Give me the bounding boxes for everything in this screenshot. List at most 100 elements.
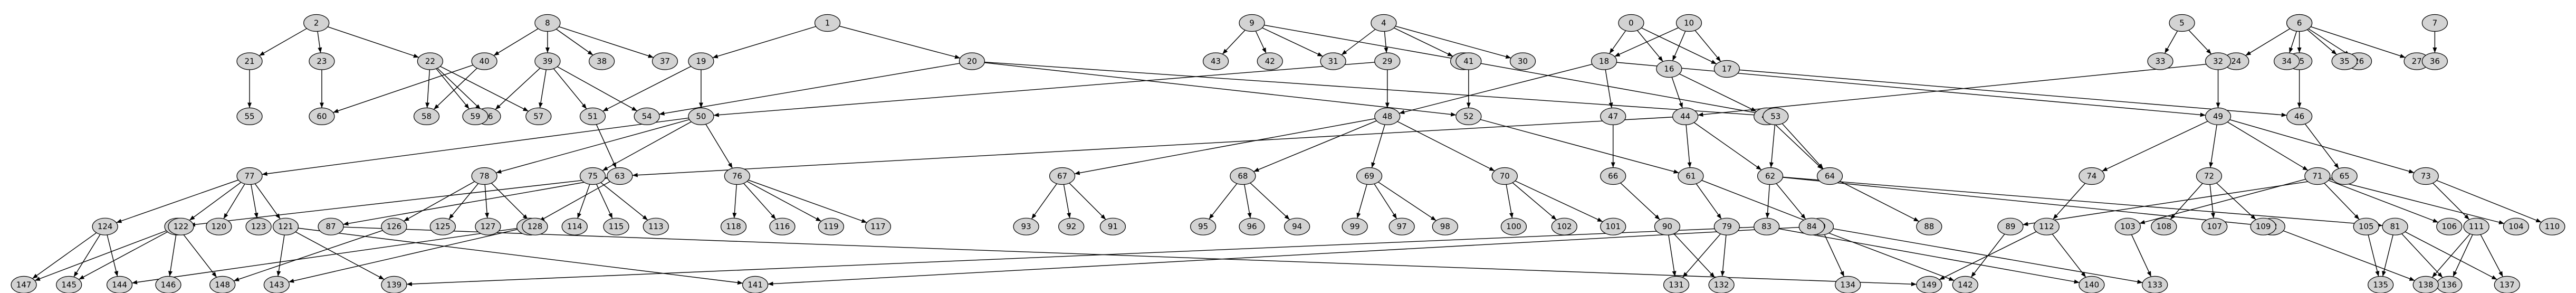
node-ellipse bbox=[1099, 218, 1126, 235]
graph-node-147: 147 bbox=[11, 276, 37, 293]
node-label: 87 bbox=[326, 222, 336, 231]
edge-20-to-53 bbox=[984, 61, 1763, 118]
graph-node-31: 31 bbox=[1320, 52, 1346, 70]
graph-node-143: 143 bbox=[263, 276, 290, 293]
node-label: 108 bbox=[2157, 222, 2172, 231]
edge-1-to-20 bbox=[839, 25, 961, 59]
node-label: 76 bbox=[732, 172, 742, 181]
graph-node-90: 90 bbox=[1654, 218, 1681, 235]
node-ellipse bbox=[769, 218, 796, 235]
node-ellipse bbox=[1239, 14, 1265, 32]
node-label: 42 bbox=[1265, 56, 1275, 66]
graph-node-50: 50 bbox=[688, 107, 714, 125]
node-ellipse bbox=[11, 276, 37, 293]
node-ellipse bbox=[417, 52, 443, 70]
edge-112-to-140 bbox=[2052, 233, 2086, 278]
node-label: 119 bbox=[823, 222, 839, 231]
node-label: 30 bbox=[1518, 56, 1528, 66]
node-ellipse bbox=[309, 107, 335, 125]
graph-node-105: 105 bbox=[2353, 218, 2379, 235]
node-ellipse bbox=[1713, 60, 1740, 78]
node-ellipse bbox=[413, 107, 440, 125]
edge-49-to-74 bbox=[2102, 121, 2208, 172]
edge-86-to-147 bbox=[34, 230, 167, 281]
edge-71-to-105 bbox=[2324, 183, 2360, 220]
edge-84-to-142 bbox=[1822, 230, 1955, 281]
edge-67-to-91 bbox=[1069, 183, 1106, 220]
graph-node-132: 132 bbox=[1708, 276, 1735, 293]
edge-83-to-140 bbox=[1778, 228, 2080, 284]
node-label: 145 bbox=[61, 280, 76, 289]
node-label: 93 bbox=[1021, 222, 1031, 231]
node-label: 29 bbox=[1382, 56, 1392, 66]
edge-73-to-111 bbox=[2433, 183, 2470, 220]
edge-53-to-64 bbox=[1782, 123, 1824, 169]
node-label: 115 bbox=[609, 222, 624, 231]
node-label: 91 bbox=[1108, 222, 1118, 231]
node-ellipse bbox=[742, 276, 769, 293]
node-label: 20 bbox=[967, 56, 977, 66]
node-ellipse bbox=[1600, 107, 1626, 125]
node-ellipse bbox=[1754, 218, 1780, 235]
node-ellipse bbox=[168, 218, 194, 235]
node-label: 44 bbox=[1680, 111, 1690, 121]
edge-4-to-28 bbox=[1394, 27, 1453, 57]
graph-node-37: 37 bbox=[652, 52, 678, 70]
edge-49-to-73 bbox=[2229, 119, 2415, 174]
node-label: 109 bbox=[2256, 222, 2271, 231]
node-ellipse bbox=[1455, 107, 1482, 125]
edge-22-to-57 bbox=[440, 66, 529, 112]
graph-node-113: 113 bbox=[643, 218, 669, 235]
node-label: 23 bbox=[317, 56, 327, 66]
graph-node-66: 66 bbox=[1600, 167, 1626, 185]
edge-8-to-40 bbox=[493, 28, 539, 56]
graph-node-22: 22 bbox=[417, 52, 443, 70]
graph-node-93: 93 bbox=[1013, 218, 1039, 235]
graph-node-121: 121 bbox=[272, 218, 299, 235]
edge-77-to-122 bbox=[189, 182, 242, 221]
graph-node-120: 120 bbox=[206, 218, 232, 235]
node-ellipse bbox=[1239, 218, 1265, 235]
graph-node-43: 43 bbox=[1202, 52, 1229, 70]
graph-node-29: 29 bbox=[1374, 52, 1401, 70]
node-label: 35 bbox=[2340, 56, 2350, 66]
graph-node-139: 139 bbox=[381, 276, 407, 293]
edge-53-to-62 bbox=[1769, 125, 1776, 168]
node-label: 120 bbox=[212, 222, 227, 231]
node-label: 136 bbox=[2441, 280, 2457, 289]
edge-66-to-90 bbox=[1620, 183, 1660, 220]
edge-layer bbox=[32, 24, 2542, 287]
edge-4-to-29 bbox=[1384, 31, 1388, 53]
node-ellipse bbox=[236, 167, 263, 185]
edge-68-to-94 bbox=[1250, 183, 1290, 220]
node-label: 16 bbox=[1664, 64, 1674, 74]
node-label: 98 bbox=[1440, 222, 1450, 231]
edge-77-to-124 bbox=[116, 179, 239, 223]
graph-node-146: 146 bbox=[155, 276, 181, 293]
node-ellipse bbox=[1618, 14, 1644, 32]
edge-8-to-38 bbox=[556, 29, 593, 55]
node-label: 127 bbox=[481, 222, 496, 231]
edge-84-to-141 bbox=[768, 226, 1799, 286]
graph-node-54: 54 bbox=[634, 107, 660, 125]
node-label: 64 bbox=[1825, 172, 1835, 181]
node-label: 46 bbox=[2294, 111, 2304, 121]
graph-node-10: 10 bbox=[1675, 14, 1702, 32]
node-label: 49 bbox=[2213, 111, 2223, 121]
node-label: 74 bbox=[2086, 172, 2096, 181]
edge-69-to-97 bbox=[1374, 183, 1397, 219]
graph-node-98: 98 bbox=[1432, 218, 1458, 235]
node-label: 124 bbox=[98, 222, 113, 231]
node-ellipse bbox=[462, 107, 489, 125]
node-label: 51 bbox=[588, 111, 598, 121]
node-ellipse bbox=[381, 218, 407, 235]
node-label: 39 bbox=[542, 56, 552, 66]
node-ellipse bbox=[1013, 218, 1039, 235]
node-label: 5 bbox=[2179, 18, 2185, 28]
node-label: 97 bbox=[1397, 222, 1407, 231]
node-label: 77 bbox=[244, 172, 254, 181]
node-label: 116 bbox=[775, 222, 790, 231]
edge-72-to-107 bbox=[2209, 184, 2215, 219]
node-label: 67 bbox=[1057, 172, 1067, 181]
node-ellipse bbox=[1432, 218, 1458, 235]
